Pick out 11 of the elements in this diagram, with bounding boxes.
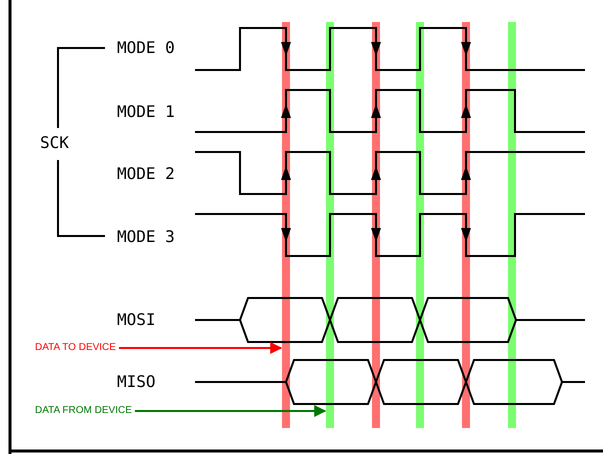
signal-label: MODE 2 <box>117 165 175 183</box>
signal-label: MODE 1 <box>117 103 175 121</box>
annotation-text: DATA TO DEVICE <box>35 342 116 354</box>
annotation-text: DATA FROM DEVICE <box>35 405 132 417</box>
arrow <box>118 342 282 354</box>
signal-label: MODE 3 <box>117 228 175 246</box>
arrow <box>134 405 326 417</box>
signal-label: SCK <box>40 134 69 152</box>
signal-label: MOSI <box>117 311 156 329</box>
signal-label: MODE 0 <box>117 39 175 57</box>
signal-label: MISO <box>117 373 156 391</box>
